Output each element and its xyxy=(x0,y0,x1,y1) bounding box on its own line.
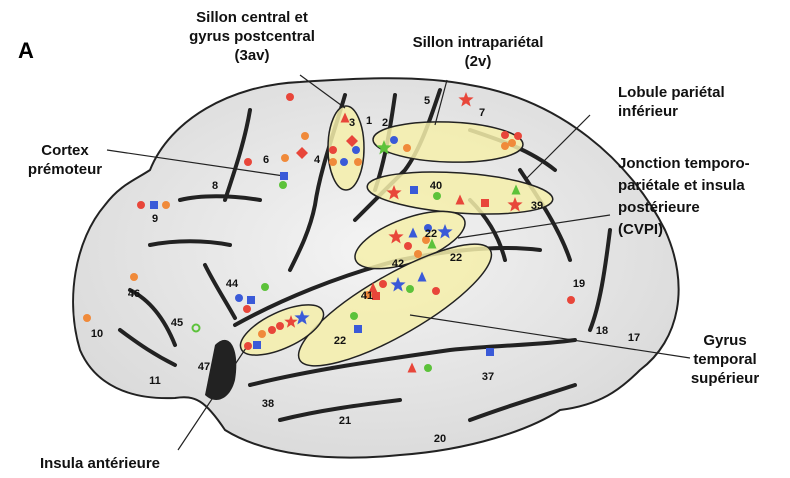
marker-circle-blue xyxy=(390,136,398,144)
marker-circle-orange xyxy=(329,158,337,166)
marker-square-blue xyxy=(410,186,418,194)
area-number-2: 2 xyxy=(382,117,388,129)
area-number-7: 7 xyxy=(479,107,485,119)
marker-circle-blue xyxy=(235,294,243,302)
area-number-20: 20 xyxy=(434,433,446,445)
marker-circle-green xyxy=(406,285,414,293)
marker-circle-red xyxy=(243,305,251,313)
marker-circle-red xyxy=(432,287,440,295)
label-premotor-line-1: Cortex xyxy=(41,142,89,159)
area-number-39: 39 xyxy=(531,200,543,212)
marker-circle-red xyxy=(286,93,294,101)
label-central-sulcus-line-1: Sillon central et xyxy=(196,9,308,26)
area-number-37: 37 xyxy=(482,371,494,383)
label-sup-temporal-line-3: supérieur xyxy=(691,370,760,387)
marker-circle-red xyxy=(501,131,509,139)
panel-letter: A xyxy=(18,38,34,63)
marker-circle-orange xyxy=(130,273,138,281)
marker-circle-orange xyxy=(301,132,309,140)
marker-circle-orange xyxy=(354,158,362,166)
area-number-45: 45 xyxy=(171,317,183,329)
marker-circle-orange xyxy=(162,201,170,209)
area-number-3: 3 xyxy=(349,117,355,129)
area-number-5: 5 xyxy=(424,95,430,107)
marker-circle-orange xyxy=(281,154,289,162)
marker-circle-red xyxy=(404,242,412,250)
marker-circle-red xyxy=(379,280,387,288)
marker-square-blue xyxy=(150,201,158,209)
area-number-22: 22 xyxy=(334,335,346,347)
marker-circle-red xyxy=(244,158,252,166)
marker-circle-red xyxy=(268,326,276,334)
marker-circle-orange xyxy=(83,314,91,322)
area-number-17: 17 xyxy=(628,332,640,344)
marker-square-blue xyxy=(253,341,261,349)
area-number-11: 11 xyxy=(149,375,161,387)
marker-square-red xyxy=(372,292,380,300)
area-number-18: 18 xyxy=(596,325,608,337)
marker-circle-red xyxy=(329,146,337,154)
area-number-4: 4 xyxy=(314,154,321,166)
label-tpj-line-1: Jonction temporo- xyxy=(618,155,750,172)
marker-circle-green xyxy=(424,364,432,372)
area-number-42: 42 xyxy=(392,258,404,270)
marker-circle-red xyxy=(514,132,522,140)
area-number-41: 41 xyxy=(361,290,373,302)
label-intraparietal-line-2: (2v) xyxy=(465,53,492,70)
marker-circle-green xyxy=(350,312,358,320)
area-number-10: 10 xyxy=(91,328,103,340)
label-intraparietal-line-1: Sillon intrapariétal xyxy=(413,34,544,51)
label-tpj-line-2: pariétale et insula xyxy=(618,177,745,194)
marker-circle-green xyxy=(433,192,441,200)
marker-circle-blue xyxy=(352,146,360,154)
marker-circle-orange xyxy=(258,330,266,338)
label-sup-temporal-line-2: temporal xyxy=(693,351,756,368)
label-premotor-line-2: prémoteur xyxy=(28,161,102,178)
label-inferior-parietal-line-2: inférieur xyxy=(618,103,678,120)
area-number-46: 46 xyxy=(128,288,140,300)
marker-circle-red xyxy=(567,296,575,304)
marker-square-blue xyxy=(280,172,288,180)
marker-circle-orange xyxy=(508,139,516,147)
area-number-22: 22 xyxy=(425,228,437,240)
area-number-40: 40 xyxy=(430,180,442,192)
area-number-44: 44 xyxy=(226,278,239,290)
marker-square-red xyxy=(481,199,489,207)
area-number-1: 1 xyxy=(366,115,372,127)
label-ant-insula-line-1: Insula antérieure xyxy=(40,455,160,472)
area-number-47: 47 xyxy=(198,361,210,373)
marker-square-blue xyxy=(486,348,494,356)
area-number-9: 9 xyxy=(152,213,158,225)
marker-square-blue xyxy=(247,296,255,304)
label-tpj-line-3: postérieure xyxy=(618,199,700,216)
marker-circle-orange xyxy=(414,250,422,258)
area-number-8: 8 xyxy=(212,180,218,192)
area-number-6: 6 xyxy=(263,154,269,166)
area-number-21: 21 xyxy=(339,415,351,427)
area-number-22: 22 xyxy=(450,252,462,264)
area-number-19: 19 xyxy=(573,278,585,290)
label-tpj-line-4: (CVPI) xyxy=(618,221,663,238)
marker-circle-blue xyxy=(340,158,348,166)
marker-circle-red xyxy=(276,322,284,330)
area-number-38: 38 xyxy=(262,398,274,410)
marker-circle-green xyxy=(279,181,287,189)
label-sup-temporal-line-1: Gyrus xyxy=(703,332,746,349)
marker-circle-green xyxy=(261,283,269,291)
marker-square-blue xyxy=(354,325,362,333)
label-inferior-parietal-line-1: Lobule pariétal xyxy=(618,84,725,101)
label-central-sulcus-line-2: gyrus postcentral xyxy=(189,28,315,45)
marker-circle-orange xyxy=(501,142,509,150)
marker-circle-red xyxy=(137,201,145,209)
label-central-sulcus-line-3: (3av) xyxy=(234,47,269,64)
marker-circle-orange xyxy=(403,144,411,152)
marker-circle-red xyxy=(244,342,252,350)
